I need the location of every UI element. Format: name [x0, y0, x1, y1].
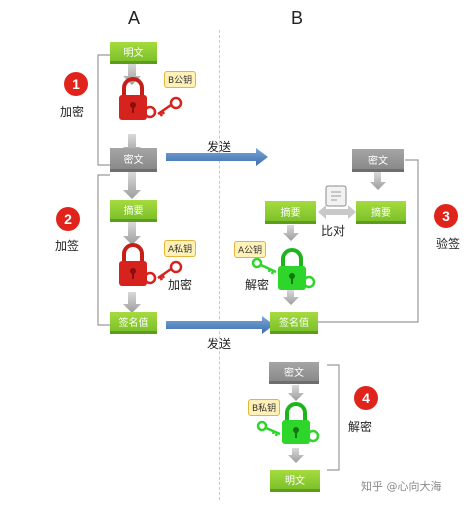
column-divider [219, 30, 220, 500]
a-bracket [97, 54, 110, 326]
a-public-key-tag: A公钥 [234, 241, 267, 258]
step-badge-2: 2 [56, 207, 80, 231]
send-arrow-bottom [166, 316, 274, 334]
b-private-key-tag: B私钥 [248, 399, 281, 416]
b-plaintext-doc: 明文 [270, 470, 320, 492]
a-plaintext-doc: 明文 [110, 42, 157, 64]
green-key-icon [251, 257, 277, 275]
b-ciphertext-doc: 密文 [352, 149, 404, 172]
compare-label: 比对 [321, 224, 346, 238]
lock-red-icon [119, 243, 157, 286]
lock-green-icon [278, 248, 316, 290]
a-ciphertext-doc: 密文 [110, 148, 157, 172]
decrypt-label: 解密 [245, 278, 270, 292]
step-label-4: 解密 [348, 420, 373, 434]
green-key-icon [256, 420, 281, 437]
red-key-icon [157, 96, 183, 117]
lock-green-icon [282, 402, 320, 444]
compare-arrow [318, 205, 356, 219]
document-icon [325, 185, 347, 207]
b-arrows [283, 172, 386, 463]
send-label-bottom: 发送 [207, 337, 232, 351]
step-badge-3: 3 [434, 204, 458, 228]
column-b-title: B [291, 8, 304, 28]
watermark: 知乎 @心向大海 [361, 480, 442, 493]
a-signature-doc: 签名值 [110, 312, 157, 334]
a-digest-doc: 摘要 [110, 200, 157, 222]
step-label-3: 验签 [436, 237, 461, 251]
b-digest-right-doc: 摘要 [356, 201, 406, 224]
send-arrow-top [166, 148, 268, 166]
step-label-1: 加密 [60, 105, 85, 119]
b-bracket [308, 159, 419, 323]
column-a-title: A [128, 8, 141, 28]
step4-bracket [327, 364, 340, 471]
b-ciphertext2-doc: 密文 [269, 362, 319, 384]
a-private-key-tag: A私钥 [164, 240, 197, 257]
b-digest-left-doc: 摘要 [265, 201, 316, 224]
b-signature-doc: 签名值 [270, 312, 318, 334]
step-label-2: 加签 [55, 239, 80, 253]
lock-red-icon [119, 77, 157, 120]
step-badge-1: 1 [64, 72, 88, 96]
red-key-icon [157, 260, 183, 281]
send-label-top: 发送 [207, 140, 232, 154]
step-badge-4: 4 [354, 386, 378, 410]
encrypt-label: 加密 [168, 278, 193, 292]
b-public-key-tag: B公钥 [164, 71, 197, 88]
